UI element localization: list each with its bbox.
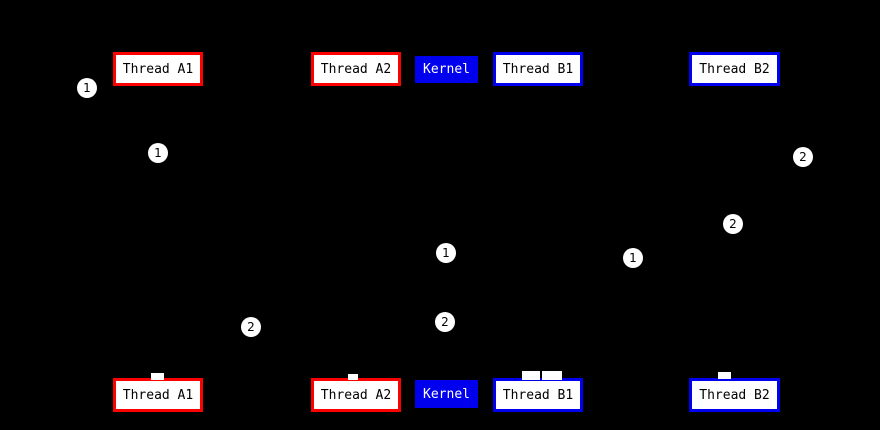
- step-marker: 1: [623, 248, 643, 268]
- step-marker: 2: [435, 312, 455, 332]
- step-marker: 1: [77, 78, 97, 98]
- actor-box-thread-b1-top: Thread B1: [493, 52, 583, 86]
- actor-box-thread-b2-top: Thread B2: [689, 52, 780, 86]
- step-marker: 2: [723, 214, 743, 234]
- actor-box-thread-a1-top: Thread A1: [113, 52, 203, 86]
- actor-box-thread-a2-top: Thread A2: [311, 52, 401, 86]
- arrowhead-notch: [718, 372, 731, 379]
- step-marker: 2: [793, 147, 813, 167]
- actor-box-thread-a1-bottom: Thread A1: [113, 378, 203, 412]
- actor-box-thread-b1-bottom: Thread B1: [493, 378, 583, 412]
- arrowhead-notch: [542, 371, 562, 380]
- actor-box-kernel-top: Kernel: [415, 56, 478, 83]
- actor-box-thread-b2-bottom: Thread B2: [689, 378, 780, 412]
- arrowhead-notch: [348, 374, 358, 380]
- actor-box-thread-a2-bottom: Thread A2: [311, 378, 401, 412]
- arrowhead-notch: [522, 371, 540, 380]
- step-marker: 1: [148, 143, 168, 163]
- arrowhead-notch: [151, 373, 164, 380]
- step-marker: 2: [241, 317, 261, 337]
- actor-box-kernel-bottom: Kernel: [415, 380, 478, 408]
- step-marker: 1: [436, 243, 456, 263]
